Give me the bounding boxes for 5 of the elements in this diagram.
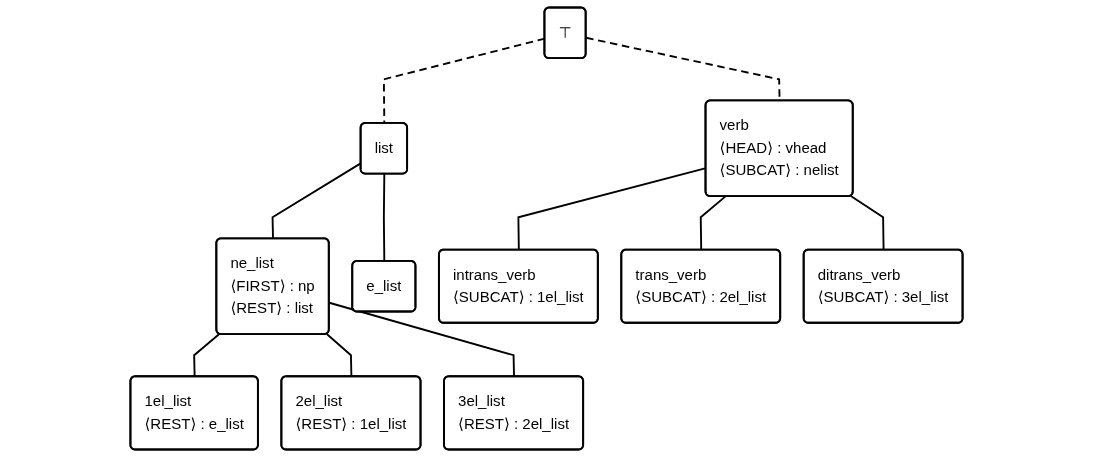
connector [193, 333, 221, 378]
connector [699, 195, 727, 251]
connector [849, 195, 885, 251]
connector [325, 333, 353, 378]
connector [328, 301, 515, 378]
